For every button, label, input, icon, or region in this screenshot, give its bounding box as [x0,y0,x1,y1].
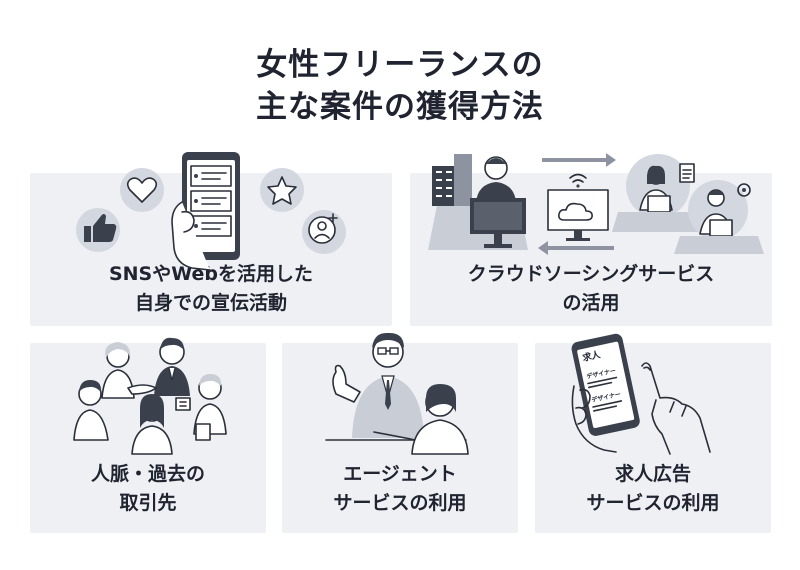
sns-illustration [76,152,346,271]
people-group-illustration [73,337,227,455]
building-icon [432,154,472,206]
star-icon [260,168,304,212]
arrow-left-icon [538,241,614,255]
card-agent-label-line-1: エージェント [343,463,457,485]
freelancer-man [674,180,764,254]
card-crowdsourcing-label-line-2: の活用 [562,292,620,314]
card-sns-label: SNSやWebを活用した 自身での宣伝活動 [30,260,392,318]
smartphone-icon [171,152,240,271]
job-ad-smartphone-illustration: 求人 デザイナー デザイナー [571,333,711,455]
title-line-2: 主な案件の獲得方法 [256,89,544,125]
card-network-label-line-2: 取引先 [119,492,177,514]
card-job-ads-label-line-2: サービスの利用 [586,492,720,514]
cloud-icon [547,189,609,241]
arrow-right-icon [542,153,616,167]
card-agent-label: エージェント サービスの利用 [282,460,518,518]
card-crowdsourcing-label: クラウドソーシングサービス の活用 [410,260,772,318]
card-sns-label-line-1: SNSやWebを活用した [108,263,314,285]
card-crowdsourcing-label-line-1: クラウドソーシングサービス [467,263,715,285]
crowdsourcing-illustration [428,153,764,255]
job-ad-heading: 求人 [581,348,602,364]
card-job-ads-label: 求人広告 サービスの利用 [535,460,771,518]
card-network-label: 人脈・過去の 取引先 [30,460,266,518]
card-agent-label-line-2: サービスの利用 [333,492,467,514]
thumbs-up-icon [76,208,120,252]
card-network-label-line-1: 人脈・過去の [90,463,205,485]
consultation-illustration [325,332,469,455]
card-network: 人脈・過去の 取引先 [30,343,266,533]
heart-icon [120,168,164,212]
title-line-1: 女性フリーランスの [256,47,544,83]
card-job-ads-label-line-1: 求人広告 [614,463,691,485]
wifi-icon [569,173,587,188]
smartphone-icon: 求人 デザイナー デザイナー [571,333,640,436]
card-sns-label-line-2: 自身での宣伝活動 [134,292,287,314]
businessman-at-desk [470,156,526,248]
freelancer-woman [612,154,708,232]
page-title: 女性フリーランスの 主な案件の獲得方法 [0,44,800,128]
add-user-icon [302,210,346,254]
